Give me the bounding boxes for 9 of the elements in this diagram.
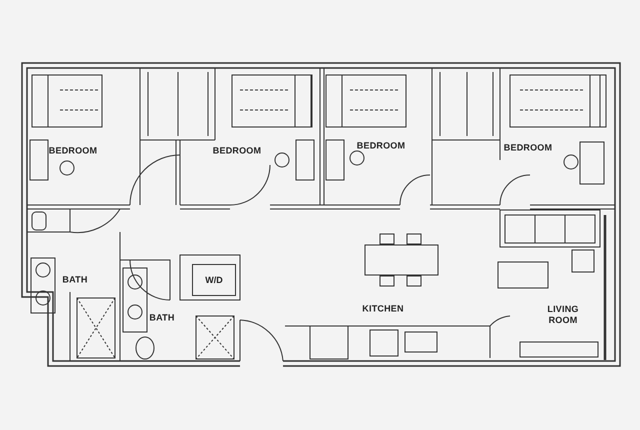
- room-label: BEDROOM: [48, 146, 98, 156]
- washer-dryer-box: W/D: [192, 264, 236, 296]
- room-label: BATH: [149, 312, 175, 324]
- room-label: BEDROOM: [212, 146, 262, 156]
- room-label: LIVING ROOM: [546, 304, 580, 326]
- room-label: KITCHEN: [362, 304, 404, 314]
- room-label: BEDROOM: [356, 140, 406, 152]
- room-label: BEDROOM: [504, 142, 552, 154]
- room-label: BATH: [62, 274, 88, 286]
